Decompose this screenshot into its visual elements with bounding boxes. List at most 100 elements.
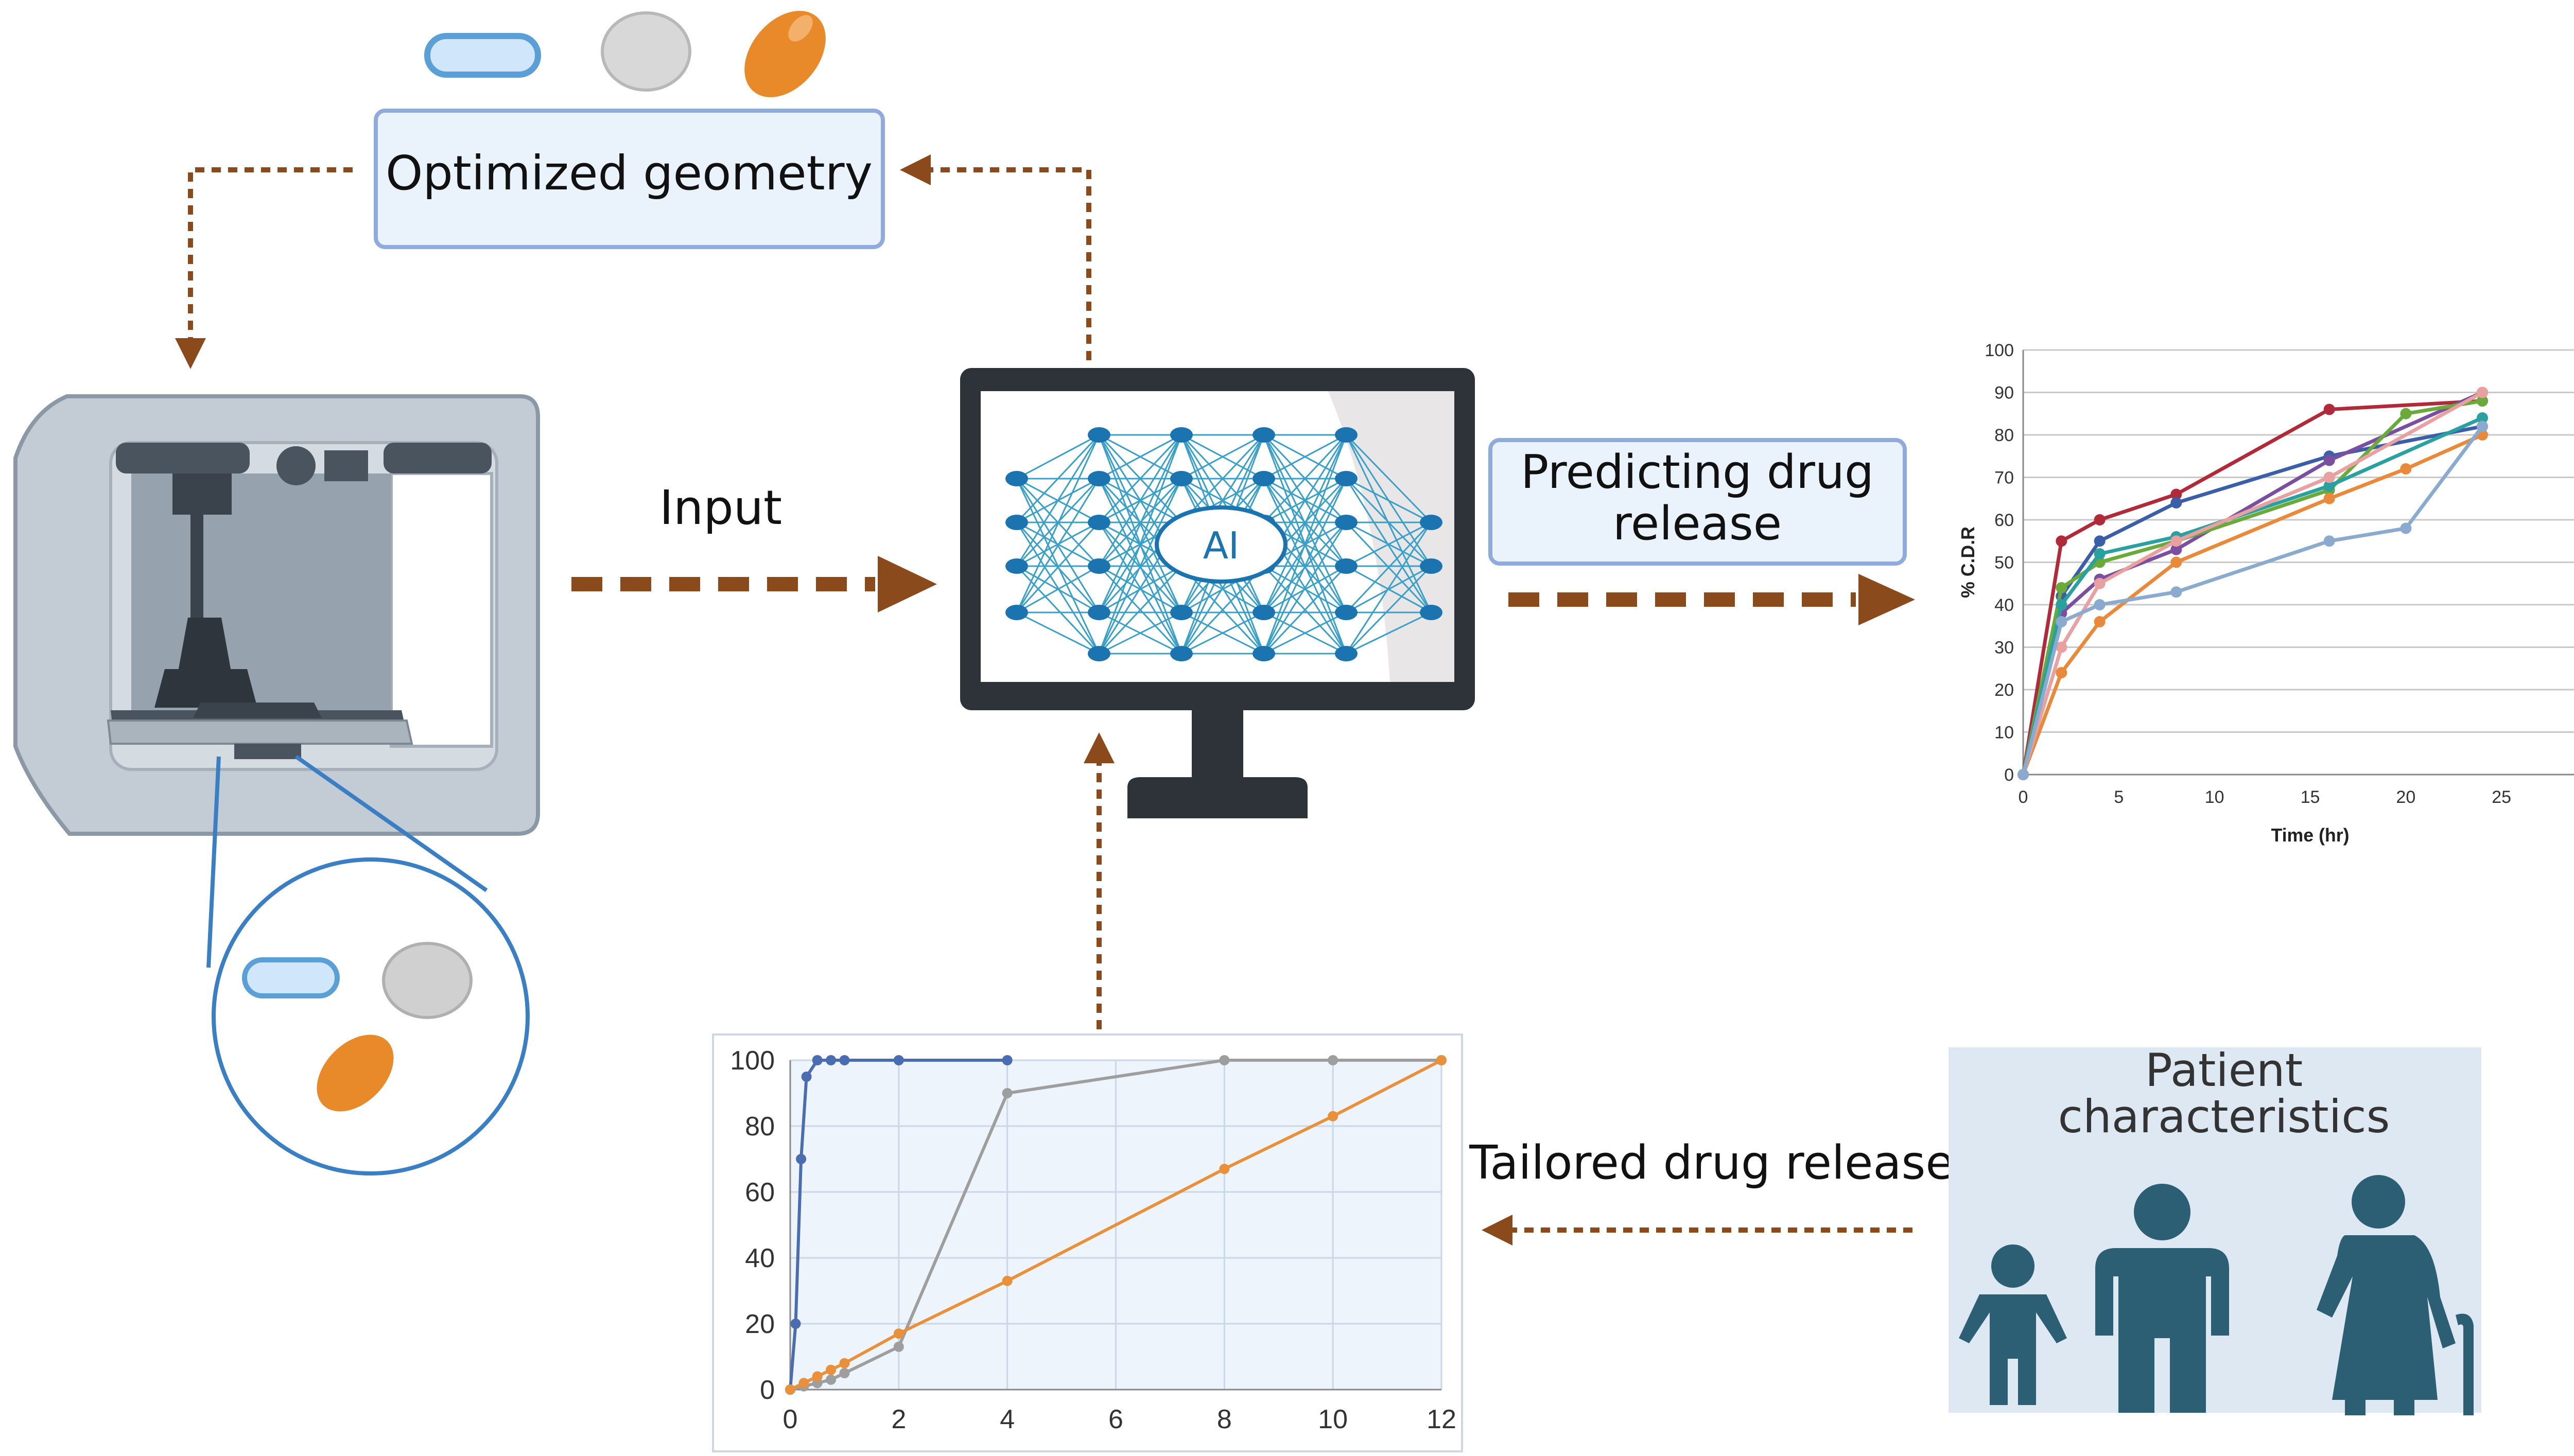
data-point [826, 1374, 837, 1385]
data-point [2056, 599, 2067, 610]
nn-edge [1263, 434, 1347, 523]
y-tick-label: 70 [1994, 468, 2014, 487]
nn-edge [1263, 434, 1347, 654]
nn-edge [1098, 434, 1182, 567]
data-point [2323, 535, 2335, 547]
elderly-icon [2317, 1175, 2474, 1415]
series-line-2 [2021, 425, 2483, 775]
data-point [812, 1371, 823, 1382]
data-point [1328, 1111, 1338, 1121]
nn-edge [1016, 434, 1100, 480]
arrows-top [175, 154, 1091, 369]
data-point [2170, 556, 2182, 568]
ai-node: AI [1155, 505, 1288, 584]
nn-node [1088, 558, 1110, 574]
patient-label-line2: characteristics [2058, 1090, 2390, 1143]
y-axis-label: % C.D.R [1958, 527, 1978, 598]
data-point [893, 1341, 904, 1352]
data-point [798, 1378, 809, 1389]
nn-edge [1345, 521, 1432, 613]
data-point [2170, 488, 2182, 500]
y-tick-label: 0 [2004, 765, 2014, 785]
nn-node [1170, 605, 1193, 620]
adult-icon [2095, 1184, 2229, 1413]
y-tick-label: 60 [1994, 511, 2014, 530]
pill-oval-icon [317, 1034, 394, 1112]
nn-edge [1016, 434, 1100, 567]
data-point [2477, 395, 2488, 407]
nn-node [1005, 605, 1028, 620]
nn-edge [1098, 434, 1182, 613]
series-line-7 [2021, 391, 2483, 776]
patient-panel: Patient characteristics [1949, 1044, 2481, 1415]
predicting-box: Predicting drug release [1488, 438, 1907, 566]
nn-node [1088, 471, 1110, 486]
nn-node [1005, 515, 1028, 530]
nn-node [1420, 558, 1442, 574]
y-tick-label: 40 [1994, 595, 2014, 615]
series-line-2 [790, 1059, 1441, 1391]
data-point [2170, 497, 2182, 508]
y-tick-label: 0 [760, 1375, 775, 1405]
y-tick-label: 30 [1994, 638, 2014, 657]
y-tick-label: 60 [745, 1178, 775, 1207]
data-point [1002, 1275, 1013, 1286]
data-point [1436, 1055, 1447, 1065]
arrow-computer-to-geometry [900, 154, 1091, 360]
nn-node [1253, 427, 1275, 443]
nn-edge [1016, 434, 1100, 523]
series-line-5 [2021, 416, 2483, 775]
x-tick-label: 20 [2396, 787, 2415, 807]
x-tick-label: 10 [2205, 787, 2224, 807]
pill-round-icon [601, 11, 691, 92]
x-tick-label: 5 [2114, 787, 2124, 807]
data-point [812, 1055, 823, 1065]
nn-edge [1263, 565, 1347, 655]
data-point [2018, 769, 2029, 780]
x-tick-label: 12 [1427, 1405, 1456, 1434]
x-tick-label: 6 [1108, 1405, 1123, 1434]
nn-edge [1263, 611, 1347, 655]
data-point [2170, 586, 2182, 598]
nn-node [1253, 471, 1275, 486]
y-tick-label: 90 [1994, 383, 2014, 402]
nn-edge [1016, 434, 1100, 613]
nn-edge [1345, 434, 1432, 613]
zoom-lens [206, 755, 530, 1176]
nn-node [1253, 646, 1275, 661]
nn-edge [1180, 434, 1265, 523]
nn-node [1088, 515, 1110, 530]
y-tick-label: 100 [730, 1046, 775, 1076]
data-point [2323, 404, 2335, 415]
data-point [2056, 616, 2067, 627]
data-point [2477, 387, 2488, 398]
nn-edge [1263, 522, 1347, 654]
data-point [2056, 641, 2067, 653]
data-point [839, 1055, 850, 1065]
y-tick-label: 40 [745, 1243, 775, 1273]
data-point [2323, 471, 2335, 483]
data-point [826, 1364, 837, 1375]
nn-edge [1016, 478, 1100, 613]
pill-capsule-icon [424, 33, 541, 78]
ai-label: AI [1203, 524, 1240, 567]
optimized-geometry-box: Optimized geometry [374, 109, 885, 249]
arrow-geometry-to-printer [175, 167, 353, 369]
nn-node [1335, 515, 1358, 530]
input-label: Input [659, 480, 782, 535]
data-point [1002, 1088, 1013, 1098]
y-tick-label: 100 [1985, 341, 2014, 360]
3d-printer-icon [13, 394, 540, 836]
nn-edge [1181, 611, 1264, 655]
nn-edge [1345, 565, 1432, 655]
nn-node [1170, 427, 1193, 443]
data-point [893, 1328, 904, 1339]
data-point [2056, 582, 2067, 593]
predicting-label-line2: release [1613, 497, 1782, 551]
nn-edge [1098, 434, 1182, 654]
child-icon [1959, 1244, 2067, 1405]
nn-edge [1099, 611, 1182, 655]
data-point [2094, 577, 2106, 589]
patient-label-line1: Patient [2145, 1044, 2303, 1097]
